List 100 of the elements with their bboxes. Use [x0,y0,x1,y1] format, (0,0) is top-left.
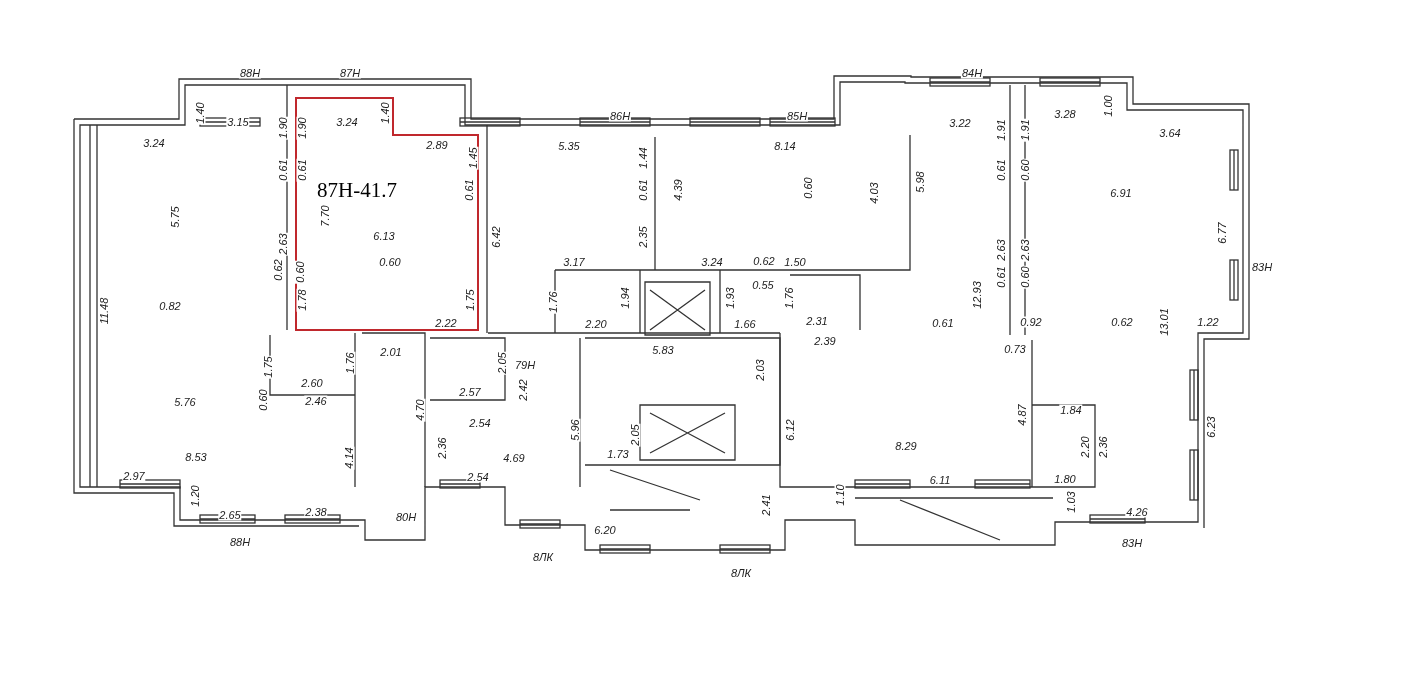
dimension-label: 7.70 [319,204,331,228]
dimension-label: 2.35 [637,225,649,249]
dimension-label: 4.26 [1125,506,1149,518]
dimension-label: 2.39 [813,335,837,347]
dimension-label: 1.75 [262,355,274,379]
dimension-label: 2.89 [425,139,449,151]
dimension-label: 0.60 [1019,265,1031,289]
dimension-label: 1.91 [995,118,1007,142]
dimension-label: 3.24 [335,116,359,128]
dimension-label: 0.61 [637,178,649,202]
dimension-label: 2.54 [466,471,490,483]
dimension-label: 8.14 [773,140,797,152]
dimension-label: 6.12 [784,418,796,442]
dimension-label: 0.60 [257,388,269,412]
dimension-label: 0.82 [158,300,182,312]
dimension-label: 0.62 [272,258,284,282]
dimension-label: 2.63 [1019,238,1031,262]
unit-label: 83Н [1250,261,1274,273]
dimension-label: 4.69 [502,452,526,464]
unit-label: 87Н [338,67,362,79]
dimension-label: 0.61 [296,158,308,182]
dimension-label: 5.83 [651,344,675,356]
dimension-label: 1.40 [194,101,206,125]
dimension-label: 2.20 [584,318,608,330]
dimension-label: 1.73 [606,448,630,460]
dimension-label: 6.13 [372,230,396,242]
dimension-label: 1.94 [619,286,631,310]
dimension-label: 2.54 [468,417,492,429]
dimension-label: 6.23 [1205,415,1217,439]
dimension-label: 0.55 [751,279,775,291]
dimension-label: 0.62 [1110,316,1134,328]
dimension-label: 0.60 [1019,158,1031,182]
unit-label: 83Н [1120,537,1144,549]
dimension-label: 5.98 [914,170,926,194]
unit-label: 80Н [394,511,418,523]
dimension-label: 3.15 [226,116,250,128]
dimension-label: 1.90 [296,116,308,140]
dimension-label: 13.01 [1158,307,1170,337]
dimension-label: 1.76 [783,286,795,310]
dimension-label: 3.24 [700,256,724,268]
dimension-label: 2.60 [300,377,324,389]
dimension-label: 3.28 [1053,108,1077,120]
dimension-label: 4.39 [672,178,684,202]
dimension-label: 1.84 [1059,404,1083,416]
dimension-label: 1.10 [834,483,846,507]
unit-label: 8ЛК [729,567,753,579]
dimension-label: 2.41 [760,493,772,517]
dimension-label: 1.76 [547,290,559,314]
unit-label: 84Н [960,67,984,79]
unit-label: 86Н [608,110,632,122]
dimension-label: 3.24 [142,137,166,149]
dimension-label: 1.44 [637,146,649,170]
dimension-label: 6.11 [928,474,952,486]
dimension-label: 0.60 [378,256,402,268]
room-label: 87Н-41.7 [317,177,397,204]
dimension-label: 2.01 [379,346,403,358]
dimension-label: 5.35 [557,140,581,152]
dimension-label: 6.42 [490,225,502,249]
dimension-label: 1.03 [1065,490,1077,514]
unit-label: 88Н [228,536,252,548]
dimension-label: 0.62 [752,255,776,267]
dimension-label: 3.22 [948,117,972,129]
highlighted-room [295,97,479,331]
dimension-label: 1.91 [1019,118,1031,142]
dimension-label: 5.75 [169,205,181,229]
dimension-label: 4.87 [1016,403,1028,427]
dimension-label: 1.80 [1053,473,1077,485]
dimension-label: 2.05 [496,351,508,375]
dimension-label: 0.92 [1019,316,1043,328]
dimension-label: 1.22 [1196,316,1220,328]
dimension-label: 5.76 [173,396,197,408]
dimension-label: 3.64 [1158,127,1182,139]
dimension-label: 2.65 [218,509,242,521]
dimension-label: 12.93 [971,280,983,310]
dimension-label: 1.75 [464,288,476,312]
unit-label: 79Н [513,359,537,371]
dimension-label: 11.48 [98,296,110,326]
dimension-label: 5.96 [569,418,581,442]
dimension-label: 1.50 [783,256,807,268]
dimension-label: 0.73 [1003,343,1027,355]
dimension-label: 0.61 [463,178,475,202]
dimension-label: 1.76 [344,351,356,375]
dimension-label: 2.46 [304,395,328,407]
dimension-label: 2.22 [434,317,458,329]
dimension-label: 2.42 [517,378,529,402]
dimension-label: 6.91 [1109,187,1133,199]
dimension-label: 1.78 [296,288,308,312]
dimension-label: 2.36 [436,436,448,460]
dimension-label: 4.70 [414,398,426,422]
dimension-label: 2.20 [1079,435,1091,459]
dimension-label: 6.77 [1216,221,1228,245]
dimension-label: 1.45 [467,146,479,170]
dimension-label: 0.61 [995,158,1007,182]
dimension-label: 6.20 [593,524,617,536]
dimension-label: 1.93 [724,286,736,310]
dimension-label: 8.29 [894,440,918,452]
dimension-label: 2.97 [122,470,146,482]
dimension-label: 8.53 [184,451,208,463]
unit-label: 85Н [785,110,809,122]
unit-label: 88Н [238,67,262,79]
